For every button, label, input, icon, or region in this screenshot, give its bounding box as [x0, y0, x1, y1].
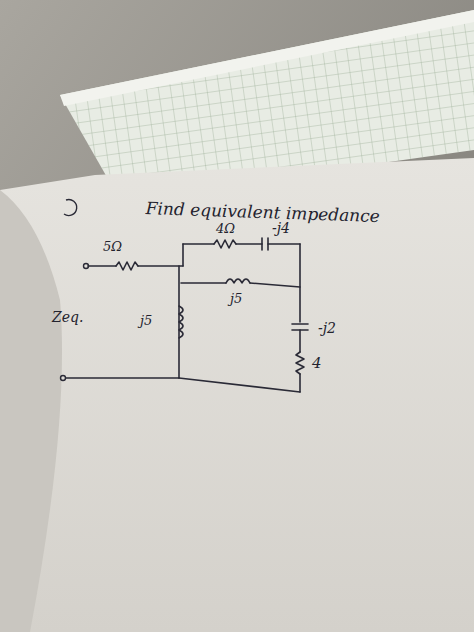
capacitor-label: -j2 [318, 321, 336, 335]
resistor-label: 4 [312, 356, 322, 371]
capacitor-label: -j4 [272, 221, 290, 235]
inductor-label: j5 [140, 314, 152, 327]
impedance-label: Zeq. [52, 310, 83, 324]
resistor-label: 5Ω [103, 240, 122, 253]
inductor-label: j5 [230, 292, 242, 305]
resistor-label: 4Ω [216, 222, 235, 235]
